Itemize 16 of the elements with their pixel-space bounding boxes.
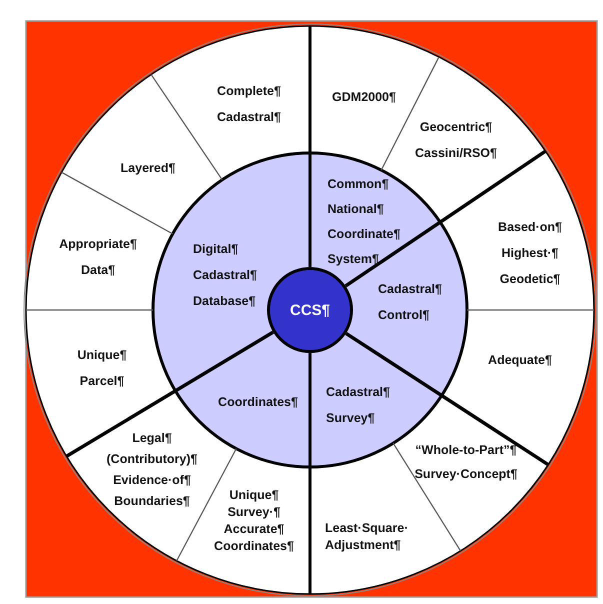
sector-label: Adequate¶ <box>488 347 552 373</box>
sector-label: Unique¶ Parcel¶ <box>77 342 127 394</box>
sector-label: Unique¶ Survey·¶ Accurate¶ Coordinates¶ <box>214 487 294 555</box>
sector-label: Layered¶ <box>120 155 176 181</box>
sector-label: Digital¶ Cadastral¶ Database¶ <box>193 236 257 314</box>
sector-label: Appropriate¶ Data¶ <box>59 231 137 283</box>
sector-label: “Whole-to-Part”¶ Survey·Concept¶ <box>414 438 518 486</box>
sector-label: Cadastral¶ Control¶ <box>378 276 442 328</box>
sector-label: Complete¶ Cadastral¶ <box>217 78 281 130</box>
sector-label: GDM2000¶ <box>332 84 396 110</box>
sector-label: Least·Square· Adjustment¶ <box>325 520 435 554</box>
sector-label: Coordinates¶ <box>218 389 298 415</box>
sector-label: Cadastral¶ Survey¶ <box>326 379 390 431</box>
sector-label: Based·on¶ Highest·¶ Geodetic¶ <box>498 214 562 292</box>
sector-label: Geocentric¶ Cassini/RSO¶ <box>415 114 497 166</box>
sector-label: Legal¶ (Contributory)¶ Evidence·of¶ Boundaries¶ <box>106 428 198 512</box>
